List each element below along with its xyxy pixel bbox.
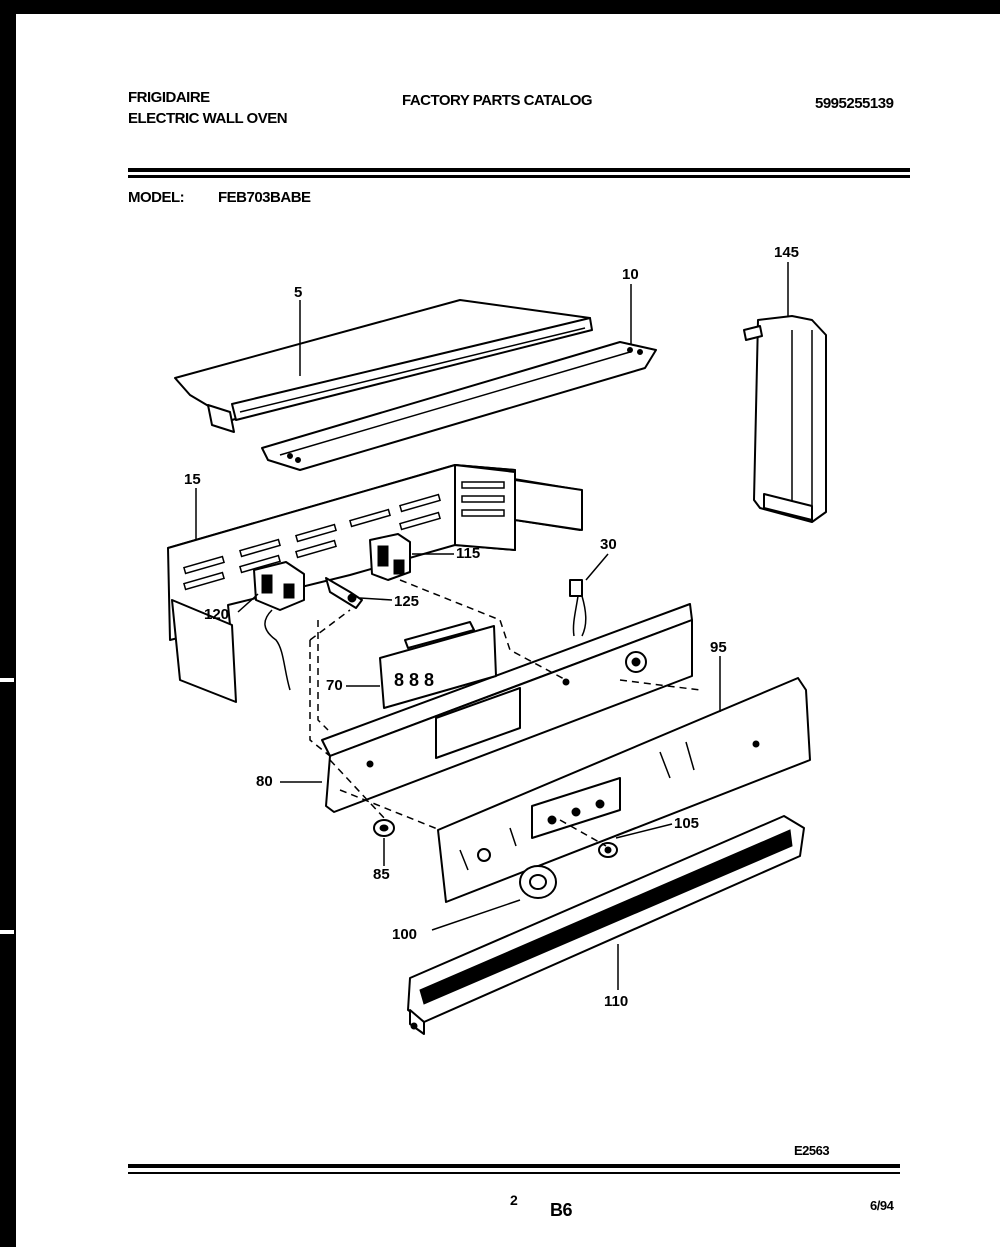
callout-95: 95 — [710, 639, 727, 656]
header-rule — [128, 168, 910, 172]
callout-105: 105 — [674, 815, 700, 832]
vent-trim-part — [407, 815, 805, 1035]
switch-block-part — [369, 533, 411, 581]
callout-145: 145 — [774, 244, 800, 261]
callout-70: 70 — [326, 677, 343, 694]
product-name: ELECTRIC WALL OVEN — [128, 110, 288, 127]
catalog-number: 5995255139 — [815, 95, 894, 112]
page-number: 2 — [510, 1192, 518, 1208]
header-rule-2 — [128, 175, 910, 178]
catalog-date: 6/94 — [870, 1198, 894, 1213]
brand-name: FRIGIDAIRE — [128, 89, 210, 106]
drawing-code: E2563 — [794, 1143, 830, 1158]
callout-15: 15 — [184, 471, 201, 488]
scan-mark — [0, 678, 14, 682]
footer-rule — [128, 1164, 900, 1168]
control-panel-frame-part — [321, 603, 693, 813]
callout-120: 120 — [204, 606, 230, 623]
section-code: B6 — [550, 1200, 573, 1220]
top-panel-part — [174, 299, 593, 433]
assembly-lines — [309, 579, 701, 847]
callout-115: 115 — [456, 545, 481, 562]
front-glass-panel-part — [437, 677, 811, 903]
model-label: MODEL: — [128, 189, 185, 206]
trim-strip-part — [261, 341, 657, 471]
scan-mark — [0, 930, 14, 934]
wire-connector-part — [569, 579, 587, 637]
callout-10: 10 — [622, 266, 639, 283]
small-knob-part — [598, 842, 618, 858]
leader-lines — [195, 262, 789, 990]
callout-100: 100 — [392, 926, 418, 943]
catalog-title: FACTORY PARTS CATALOG — [402, 92, 593, 109]
side-bracket-part — [743, 315, 827, 523]
callout-5: 5 — [294, 284, 303, 301]
svg-text:8 8 8: 8 8 8 — [394, 670, 434, 690]
callout-30: 30 — [600, 536, 617, 553]
callout-110: 110 — [604, 993, 629, 1010]
knob-part — [373, 819, 395, 837]
callout-80: 80 — [256, 773, 273, 790]
footer-rule-2 — [128, 1172, 900, 1174]
selector-knob-part — [519, 865, 557, 899]
thermostat-element-part — [325, 577, 363, 609]
clock-display-part: 8 8 8 — [379, 621, 497, 709]
callout-125: 125 — [394, 593, 420, 610]
relay-switch-part — [253, 561, 305, 691]
model-number: FEB703BABE — [218, 189, 311, 206]
callout-85: 85 — [373, 866, 390, 883]
